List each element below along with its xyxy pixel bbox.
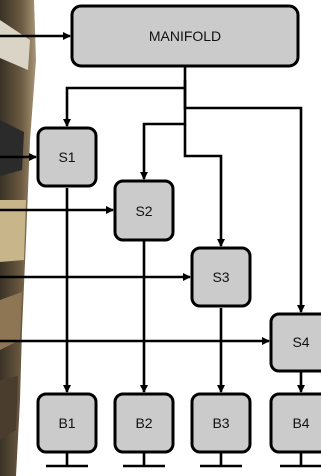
manifold-to-s1-line (63, 66, 187, 127)
stage-s2-node: S2 (113, 179, 175, 242)
bottom-b1-node: B1 (36, 392, 98, 454)
b3-label: B3 (212, 415, 229, 431)
bottom-b3-node: B3 (190, 392, 252, 454)
stage-s3-node: S3 (190, 246, 252, 308)
s2-label: S2 (135, 203, 152, 219)
stage-s1-node: S1 (36, 126, 98, 188)
manifold-to-s2-line (140, 88, 187, 180)
ground-symbols (46, 452, 321, 468)
manifold-to-s3-line (183, 124, 225, 247)
ground-symbol (46, 452, 88, 468)
manifold-label: MANIFOLD (149, 28, 221, 44)
b1-label: B1 (58, 415, 75, 431)
ground-symbol (280, 452, 321, 468)
manifold-to-s4-line (183, 80, 305, 313)
b4-label: B4 (292, 415, 309, 431)
stage-s4-node: S4 (269, 312, 321, 373)
b2-label: B2 (135, 415, 152, 431)
bottom-b2-node: B2 (113, 392, 175, 454)
s1-label: S1 (58, 149, 75, 165)
manifold-node: MANIFOLD (70, 4, 300, 68)
ground-symbol (123, 452, 165, 468)
s3-label: S3 (212, 269, 229, 285)
bottom-b4-node: B4 (269, 392, 321, 454)
connectors (0, 32, 305, 393)
ground-symbol (200, 452, 242, 468)
s4-label: S4 (292, 334, 309, 350)
